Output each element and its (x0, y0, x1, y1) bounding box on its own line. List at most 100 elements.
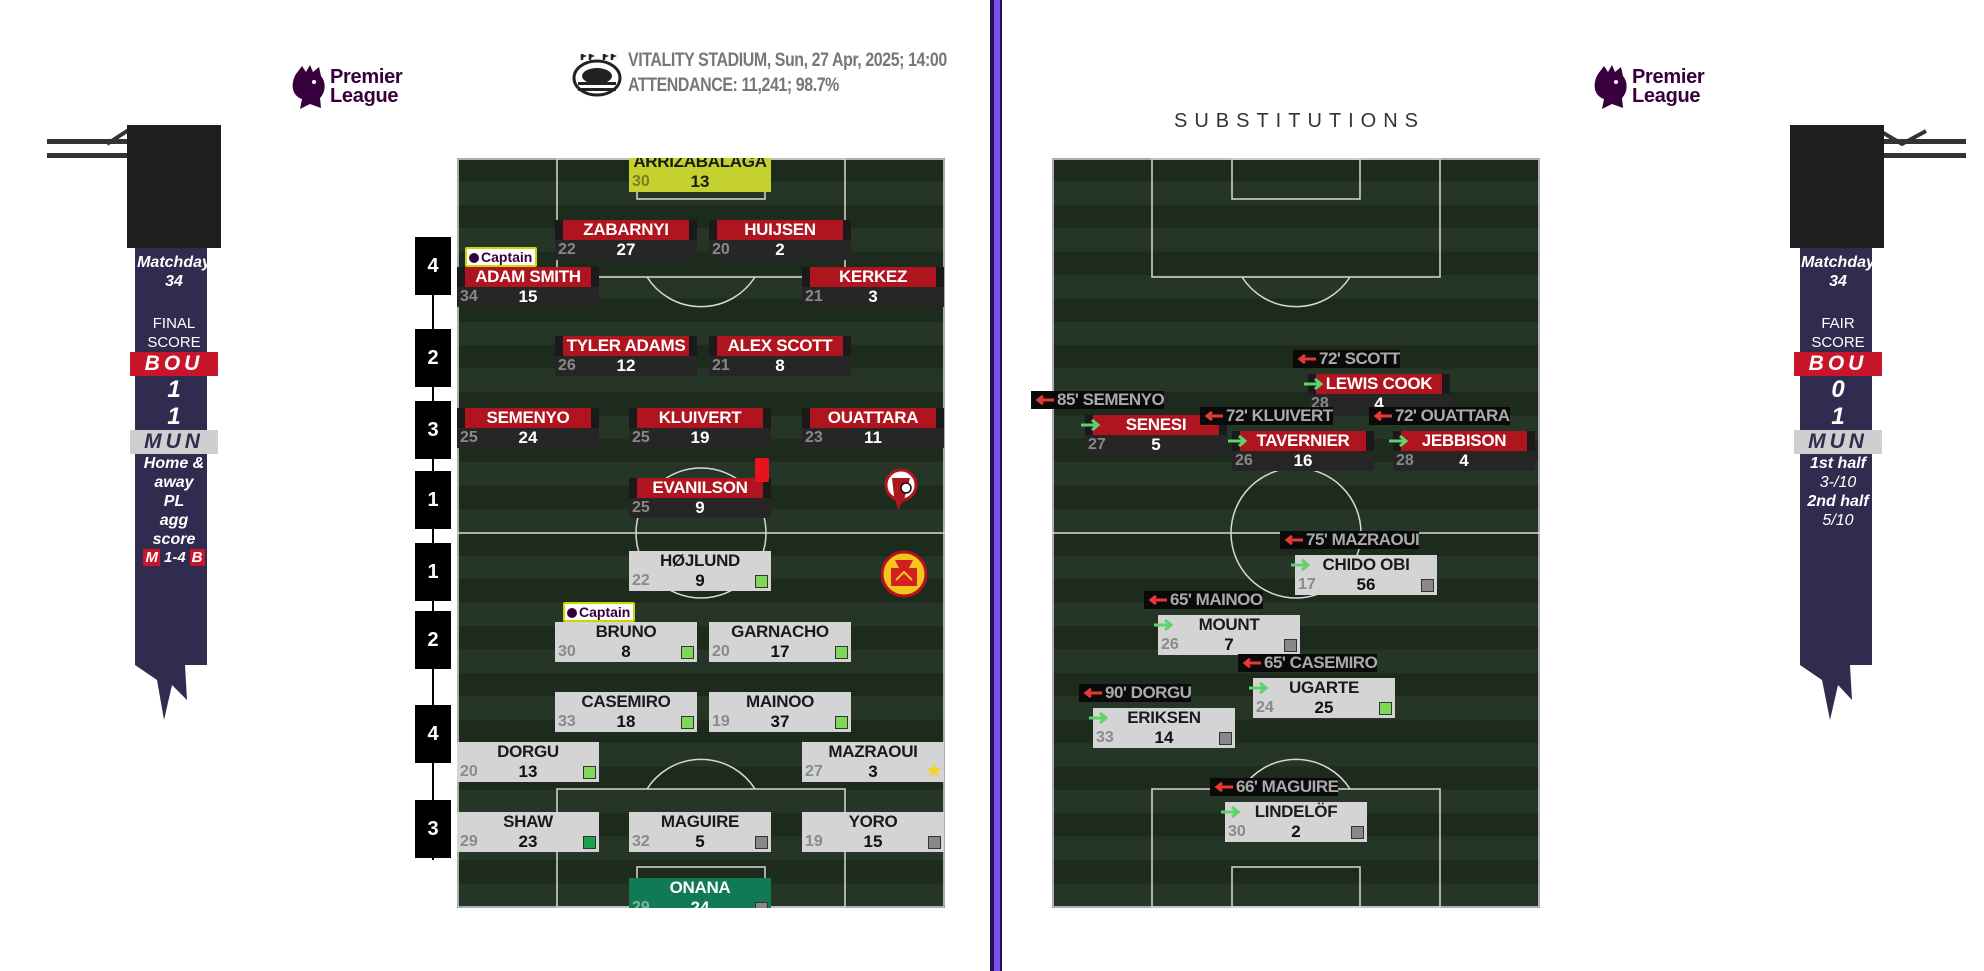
substituted-off-label: 65' MAINOO (1144, 591, 1263, 609)
red-card-icon (755, 458, 769, 482)
shirt-number: 8 (775, 356, 785, 375)
rating-square-icon (755, 836, 768, 849)
final-label: FINAL (152, 315, 196, 332)
rating-square-icon (835, 716, 848, 729)
substituted-off-text: 75' MAZRAOUI (1306, 530, 1420, 549)
player-age: 20 (460, 763, 478, 780)
shirt-number: 15 (518, 287, 538, 306)
logo-line-2: League (330, 85, 399, 107)
away-team-code: MUN (130, 430, 218, 454)
player-name: CHIDO OBI (1295, 555, 1437, 575)
player-age: 33 (1096, 729, 1114, 746)
player-age: 33 (558, 713, 576, 730)
arrow-left-icon (1148, 595, 1167, 605)
shirt-number: 18 (616, 712, 636, 731)
man-united-crest-icon (881, 550, 927, 598)
score-label: SCORE (147, 334, 201, 351)
player-name: YORO (802, 812, 944, 832)
substituted-off-label: 72' SCOTT (1293, 350, 1400, 368)
shirt-number: 12 (616, 356, 636, 375)
line-marker: 3 (415, 800, 451, 858)
rating-square-icon (755, 902, 768, 908)
player-age: 19 (712, 713, 730, 730)
substituted-off-label: 65' CASEMIRO (1238, 654, 1378, 672)
substituted-off-text: 66' MAGUIRE (1236, 777, 1339, 796)
half1-value: 3-/10 (1819, 474, 1857, 491)
rating-square-icon (1284, 639, 1297, 652)
home-fair-score: 0 (1831, 376, 1845, 403)
shirt-number: 24 (518, 428, 538, 447)
matchday-number: 34 (1829, 273, 1847, 290)
half2-label: 2nd half (1807, 493, 1869, 510)
fair-label: FAIR (1821, 315, 1855, 332)
agg-score-row: M 1-4 B (130, 549, 218, 566)
logo-line-1: Premier (1632, 66, 1705, 88)
player-age: 29 (460, 833, 478, 850)
player-age: 32 (632, 833, 650, 850)
player-age: 29 (632, 899, 650, 908)
player-age: 19 (805, 833, 823, 850)
away-score: 1 (167, 403, 181, 430)
player-name: MAZRAOUI (802, 742, 944, 762)
premier-league-logo-left: Premier League (288, 64, 403, 110)
player-age: 34 (460, 288, 478, 305)
line-marker: 1 (415, 471, 451, 529)
substituted-off-text: 72' OUATTARA (1395, 406, 1510, 425)
agg-score-value: 1-4 (163, 549, 186, 566)
substituted-off-label: 90' DORGU (1079, 684, 1192, 702)
shirt-number: 11 (864, 428, 882, 447)
shirt-number: 17 (770, 642, 790, 661)
arrow-right-icon (1389, 435, 1409, 447)
player-name: MOUNT (1158, 615, 1300, 635)
rating-square-icon (1351, 826, 1364, 839)
rating-square-icon (681, 646, 694, 659)
substituted-off-text: 85' SEMENYO (1057, 390, 1165, 409)
logo-line-1: Premier (330, 66, 403, 88)
player-name: ARRIZABALAGA (629, 158, 771, 172)
shirt-number: 24 (690, 898, 710, 908)
home-score: 1 (167, 376, 181, 403)
shirt-number: 19 (690, 428, 710, 447)
player-name: SENESI (1085, 415, 1227, 435)
score-label: SCORE (1811, 334, 1865, 351)
shirt-number: 3 (868, 287, 878, 306)
matchday-label: Matchday (1801, 254, 1875, 271)
shirt-number: 13 (690, 172, 710, 191)
line-marker: 2 (415, 611, 451, 669)
agg-right-team: B (189, 549, 205, 566)
agg-line-2: away (154, 474, 194, 491)
substitutions-title: SUBSTITUTIONS (1174, 110, 1426, 132)
captain-lion-icon (469, 253, 479, 263)
shirt-number: 37 (770, 712, 790, 731)
substituted-off-label: 85' SEMENYO (1031, 390, 1165, 409)
venue-datetime: VITALITY STADIUM, Sun, 27 Apr, 2025; 14:… (628, 50, 947, 71)
player-name: SHAW (457, 812, 599, 832)
player-name: ZABARNYI (555, 220, 697, 240)
shirt-number: 2 (1291, 822, 1301, 841)
shirt-number: 9 (695, 571, 705, 590)
substituted-off-text: 65' MAINOO (1170, 590, 1263, 609)
agg-line-3: PL (163, 493, 185, 510)
center-divider-accent (994, 0, 1000, 971)
star-icon: ★ (925, 760, 943, 782)
player-name: JEBBISON (1393, 431, 1535, 451)
captain-label: Captain (579, 604, 631, 620)
player-name: MAINOO (709, 692, 851, 712)
arrow-left-icon (1204, 411, 1223, 421)
player-name: OUATTARA (802, 408, 944, 428)
arrow-right-icon (1081, 419, 1101, 431)
player-age: 17 (1298, 576, 1316, 593)
rating-square-icon (1219, 732, 1232, 745)
shirt-number: 13 (518, 762, 538, 781)
rating-square-icon (755, 575, 768, 588)
